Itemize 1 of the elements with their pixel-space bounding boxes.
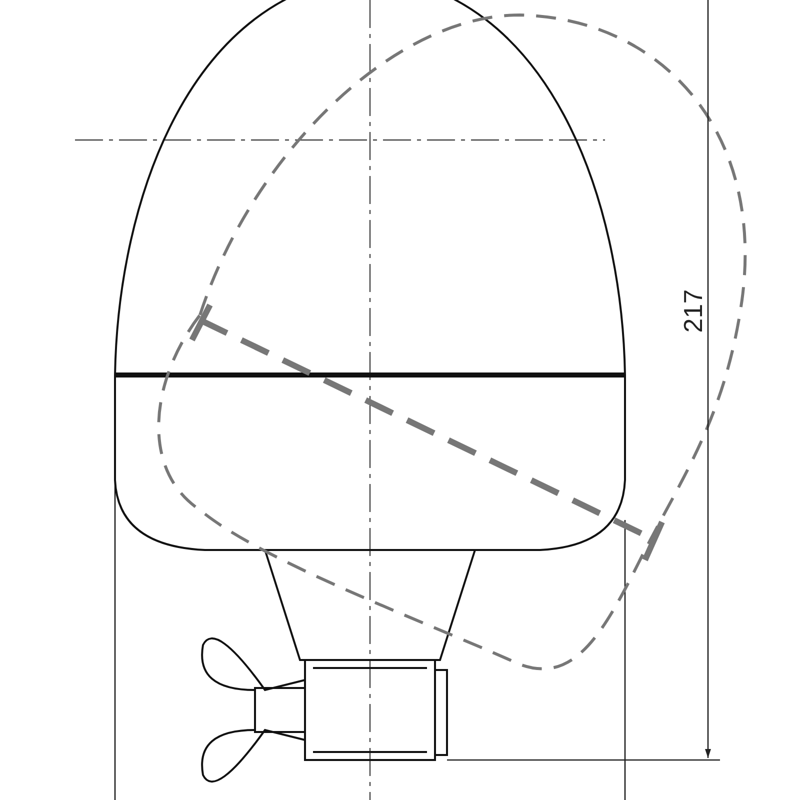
dimension-label: 217 [680,288,706,335]
